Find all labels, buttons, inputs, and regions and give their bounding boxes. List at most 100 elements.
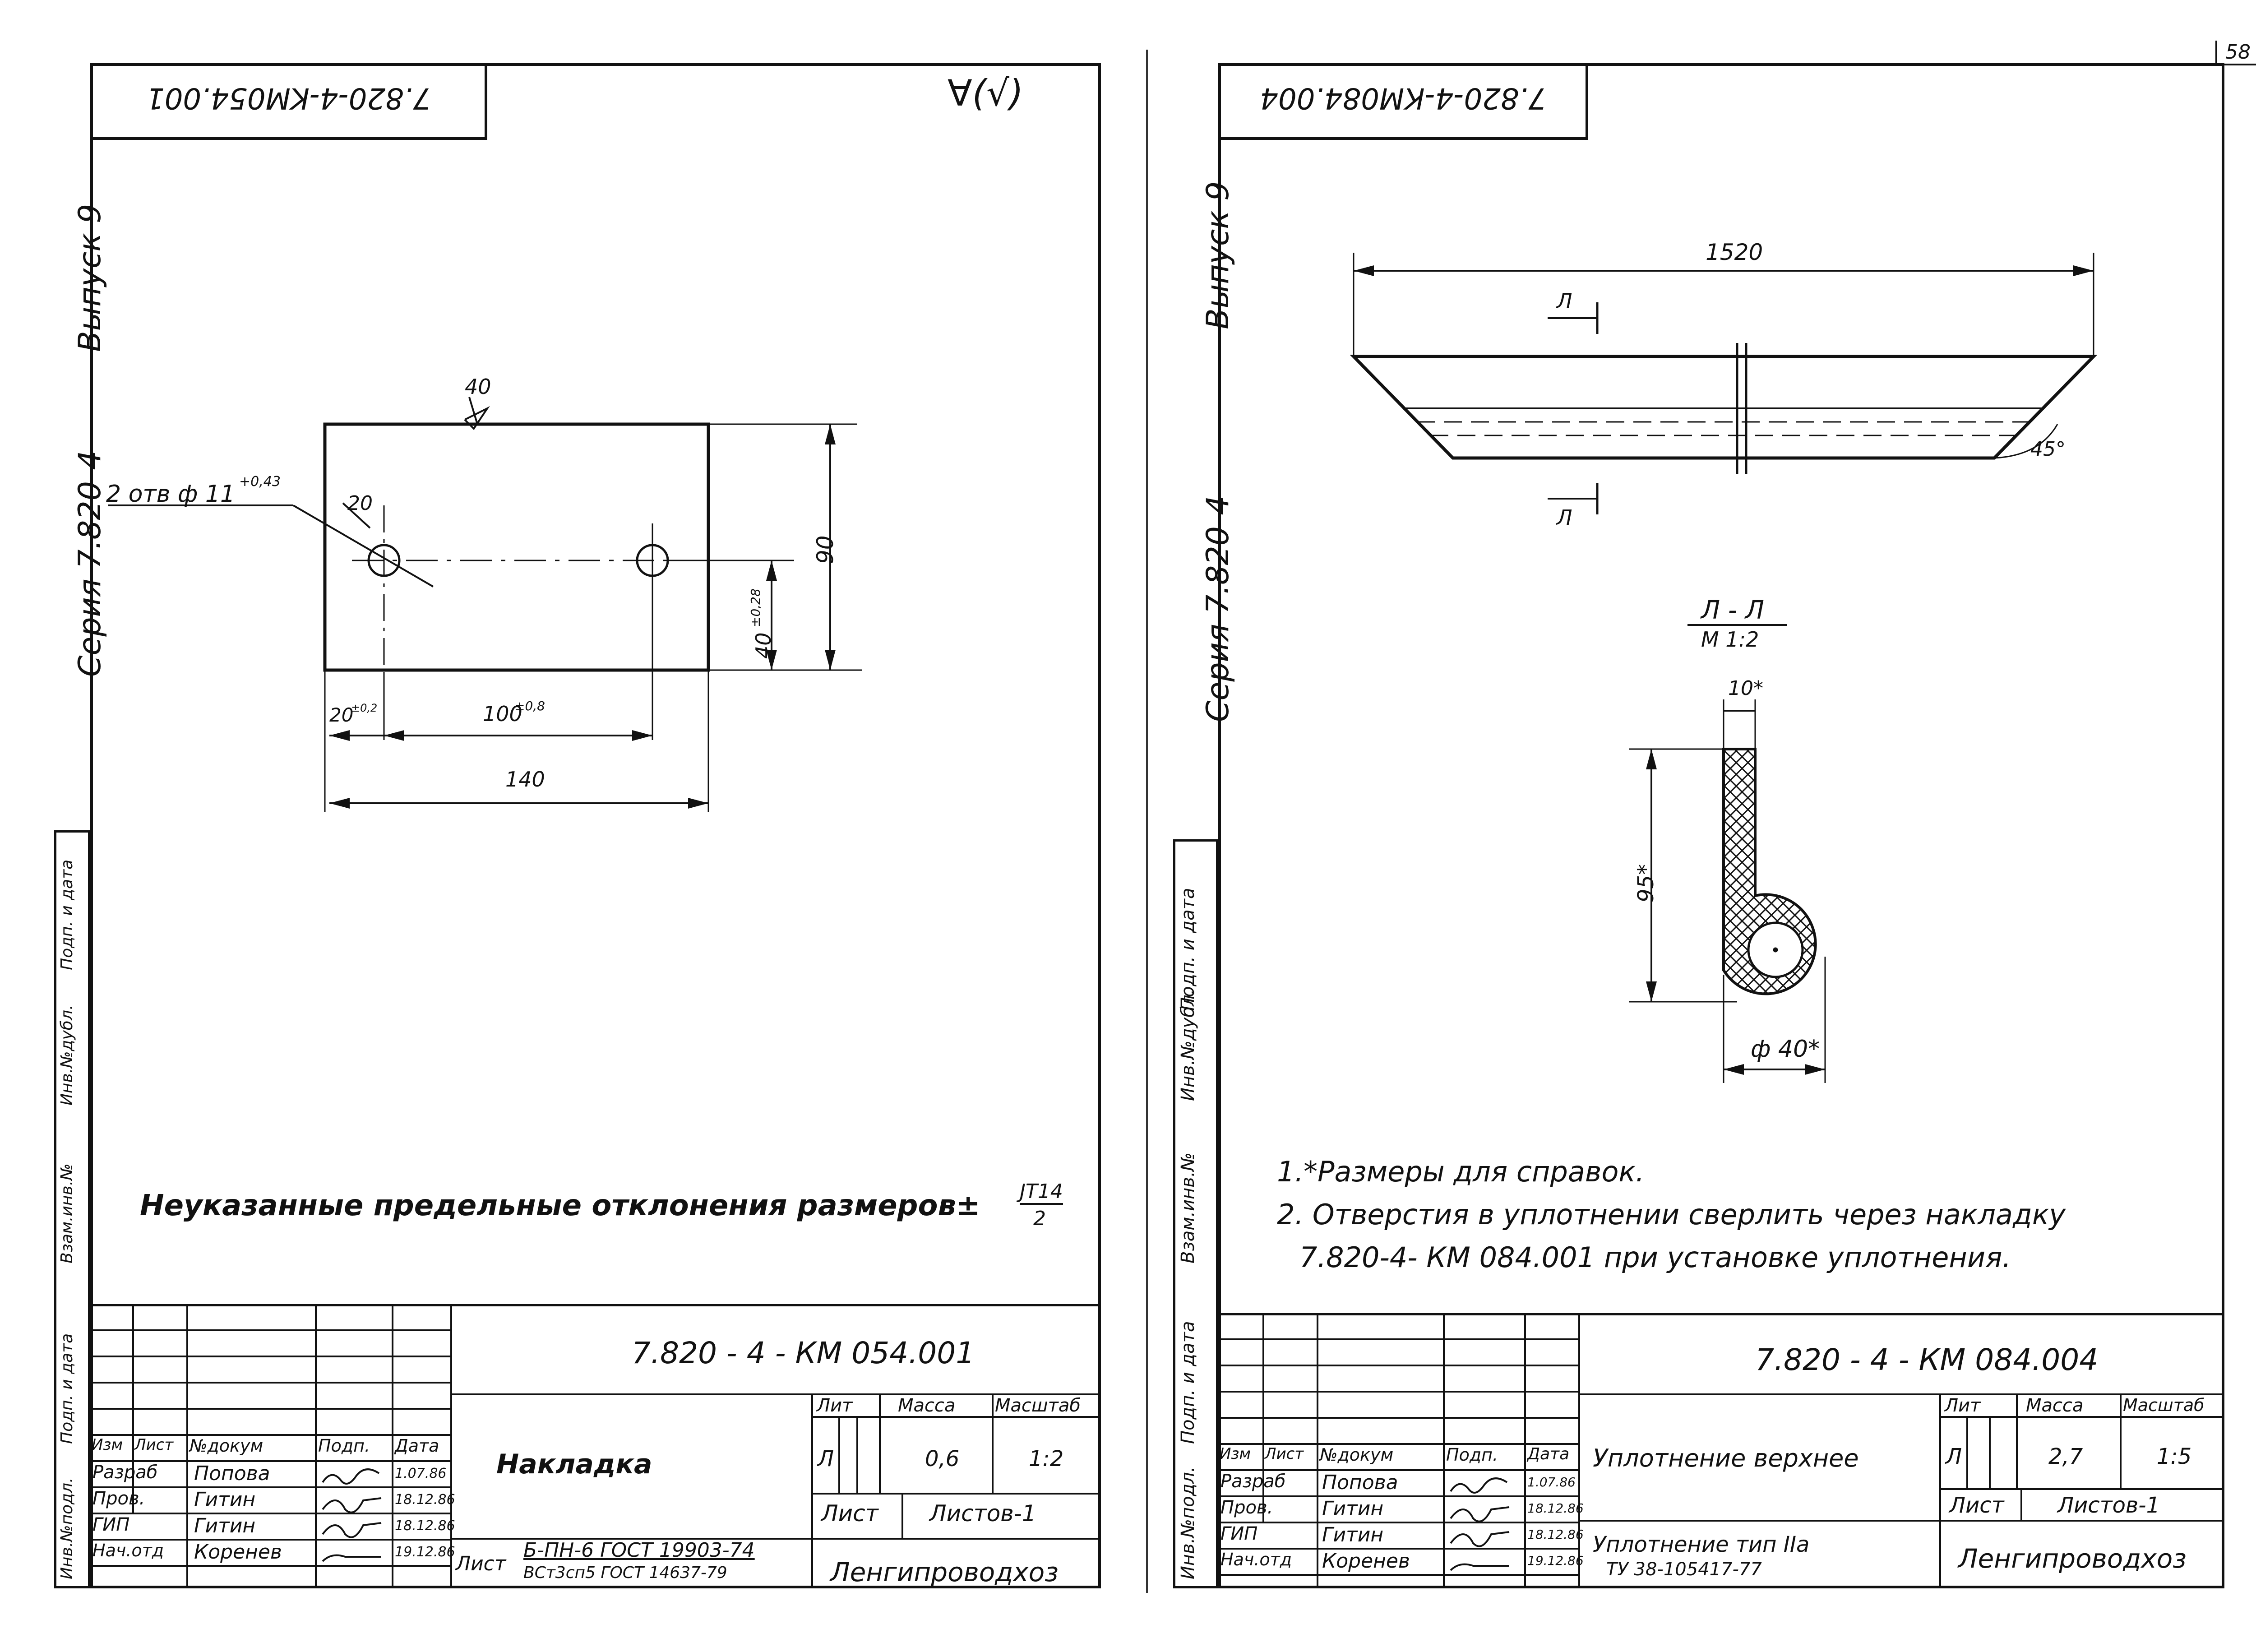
right-row1-role: Разраб (1220, 1471, 1286, 1492)
roughness-mark: ∀(√) (948, 72, 1024, 114)
tolerance-note: Неуказанные предельные отклонения размер… (140, 1189, 980, 1222)
section-mark-bottom: Л (1557, 505, 1572, 530)
left-row2-role: Пров. (92, 1488, 145, 1509)
left-side-strip (54, 830, 90, 1588)
left-row1-role: Разраб (92, 1462, 158, 1483)
holes-label: 2 отв ф 11 (106, 481, 236, 508)
holes-tolerance: +0,43 (239, 474, 281, 490)
right-row2-role: Пров. (1220, 1497, 1273, 1518)
left-material-2: ВСт3сп5 ГОСТ 14637-79 (523, 1564, 727, 1582)
left-hdr-list: Лист (134, 1436, 174, 1454)
left-row4-date: 19.12.86 (395, 1544, 455, 1560)
right-row4-date: 19.12.86 (1527, 1553, 1584, 1568)
tolerance-note-denominator: 2 (1033, 1207, 1046, 1230)
dim-width-140: 140 (505, 767, 545, 791)
right-hdr-list: Лист (1265, 1445, 1304, 1463)
left-row4-name: Коренев (194, 1541, 282, 1564)
left-org: Ленгипроводхоз (830, 1557, 1059, 1587)
left-titleblock-top (90, 1304, 1101, 1306)
left-sheet-label: Лист (821, 1500, 878, 1527)
right-sheet-frame (1218, 63, 2224, 1588)
right-row4-role: Нач.отд (1220, 1550, 1292, 1569)
right-row4-name: Коренев (1322, 1550, 1410, 1573)
right-row3-role: ГИП (1220, 1523, 1258, 1544)
right-doc-code: 7.820 - 4 - КМ 084.004 (1755, 1342, 2099, 1377)
right-material-1: Уплотнение тип IIа (1593, 1532, 1810, 1557)
left-hdr-date: Дата (395, 1436, 439, 1456)
dim-diameter-40: ф 40* (1751, 1036, 1820, 1063)
right-scale: 1:5 (2157, 1444, 2192, 1469)
dim-thickness: 10* (1728, 677, 1763, 700)
right-row3-date: 18.12.86 (1527, 1527, 1584, 1542)
angle-label: 45° (2030, 438, 2066, 461)
left-sheets-label: Листов-1 (929, 1500, 1036, 1527)
left-row4-role: Нач.отд (92, 1541, 164, 1560)
right-row2-date: 18.12.86 (1527, 1501, 1584, 1516)
left-part-name: Накладка (496, 1448, 652, 1480)
right-org: Ленгипроводхоз (1958, 1543, 2187, 1574)
right-note-2: 2. Отверстия в уплотнении сверлить через… (1277, 1198, 2066, 1231)
right-row3-name: Гитин (1322, 1523, 1384, 1546)
sheet-divider (1146, 50, 1148, 1593)
right-row2-name: Гитин (1322, 1497, 1384, 1520)
right-lit-header: Лит (1945, 1395, 1981, 1416)
right-row1-name: Попова (1322, 1471, 1398, 1494)
section-scale: М 1:2 (1701, 627, 1759, 652)
right-material-2: ТУ 38-105417-77 (1606, 1559, 1762, 1580)
page-number: 58 (2215, 41, 2256, 65)
surface-mark-label: 40 (465, 375, 491, 399)
left-lit: Л (818, 1446, 834, 1472)
right-sheet-label: Лист (1949, 1493, 2004, 1518)
dim-edge-tolerance: ±0,2 (351, 702, 378, 714)
left-row2-date: 18.12.86 (395, 1492, 455, 1508)
right-scale-header: Масштаб (2123, 1395, 2205, 1415)
right-note-1: 1.*Размеры для справок. (1277, 1155, 1645, 1188)
dim-length-1520: 1520 (1706, 239, 1763, 265)
left-material-prefix: Лист (456, 1552, 506, 1575)
left-lit-header: Лит (817, 1395, 853, 1416)
left-row1-date: 1.07.86 (395, 1466, 447, 1481)
left-hdr-doc: №докум (190, 1436, 264, 1456)
left-row3-date: 18.12.86 (395, 1518, 455, 1534)
right-side-strip (1173, 839, 1218, 1588)
left-code-box (90, 63, 487, 140)
left-row3-name: Гитин (194, 1514, 256, 1537)
dim-edge-20: 20 (329, 704, 354, 726)
left-mass-header: Масса (898, 1395, 956, 1416)
dim-spacing-tolerance: ±0,8 (514, 699, 545, 713)
section-mark-top: Л (1557, 289, 1572, 313)
chamfer-label: 20 (347, 492, 373, 515)
right-part-name: Уплотнение верхнее (1593, 1444, 1859, 1472)
section-title: Л - Л (1701, 596, 1765, 625)
left-row1-name: Попова (194, 1462, 270, 1485)
right-hdr-sign: Подп. (1446, 1445, 1498, 1465)
right-mass: 2,7 (2048, 1444, 2083, 1469)
tolerance-note-numerator: JT14 (1020, 1180, 1063, 1205)
right-lit: Л (1946, 1444, 1962, 1469)
right-note-3: 7.820-4- КМ 084.001 при установке уплотн… (1299, 1241, 2011, 1274)
right-hdr-doc: №докум (1320, 1445, 1394, 1465)
left-sheet-frame (90, 63, 1101, 1588)
dim-spacing-100: 100 (483, 702, 522, 726)
left-scale-header: Масштаб (995, 1395, 1081, 1416)
left-mass: 0,6 (925, 1446, 960, 1472)
right-sheets-label: Листов-1 (2057, 1493, 2160, 1518)
left-hdr-izm: Изм (92, 1436, 123, 1454)
left-doc-code: 7.820 - 4 - КМ 054.001 (632, 1336, 975, 1370)
right-hdr-date: Дата (1527, 1445, 1570, 1463)
right-code-box (1218, 63, 1588, 140)
left-hdr-sign: Подп. (318, 1436, 370, 1456)
right-hdr-izm: Изм (1220, 1445, 1251, 1463)
left-material-1: Б-ПН-6 ГОСТ 19903-74 (523, 1539, 755, 1562)
right-mass-header: Масса (2026, 1395, 2084, 1416)
left-row2-name: Гитин (194, 1488, 256, 1511)
right-titleblock-top (1218, 1313, 2224, 1315)
left-row3-role: ГИП (92, 1514, 130, 1535)
right-row1-date: 1.07.86 (1527, 1475, 1576, 1490)
